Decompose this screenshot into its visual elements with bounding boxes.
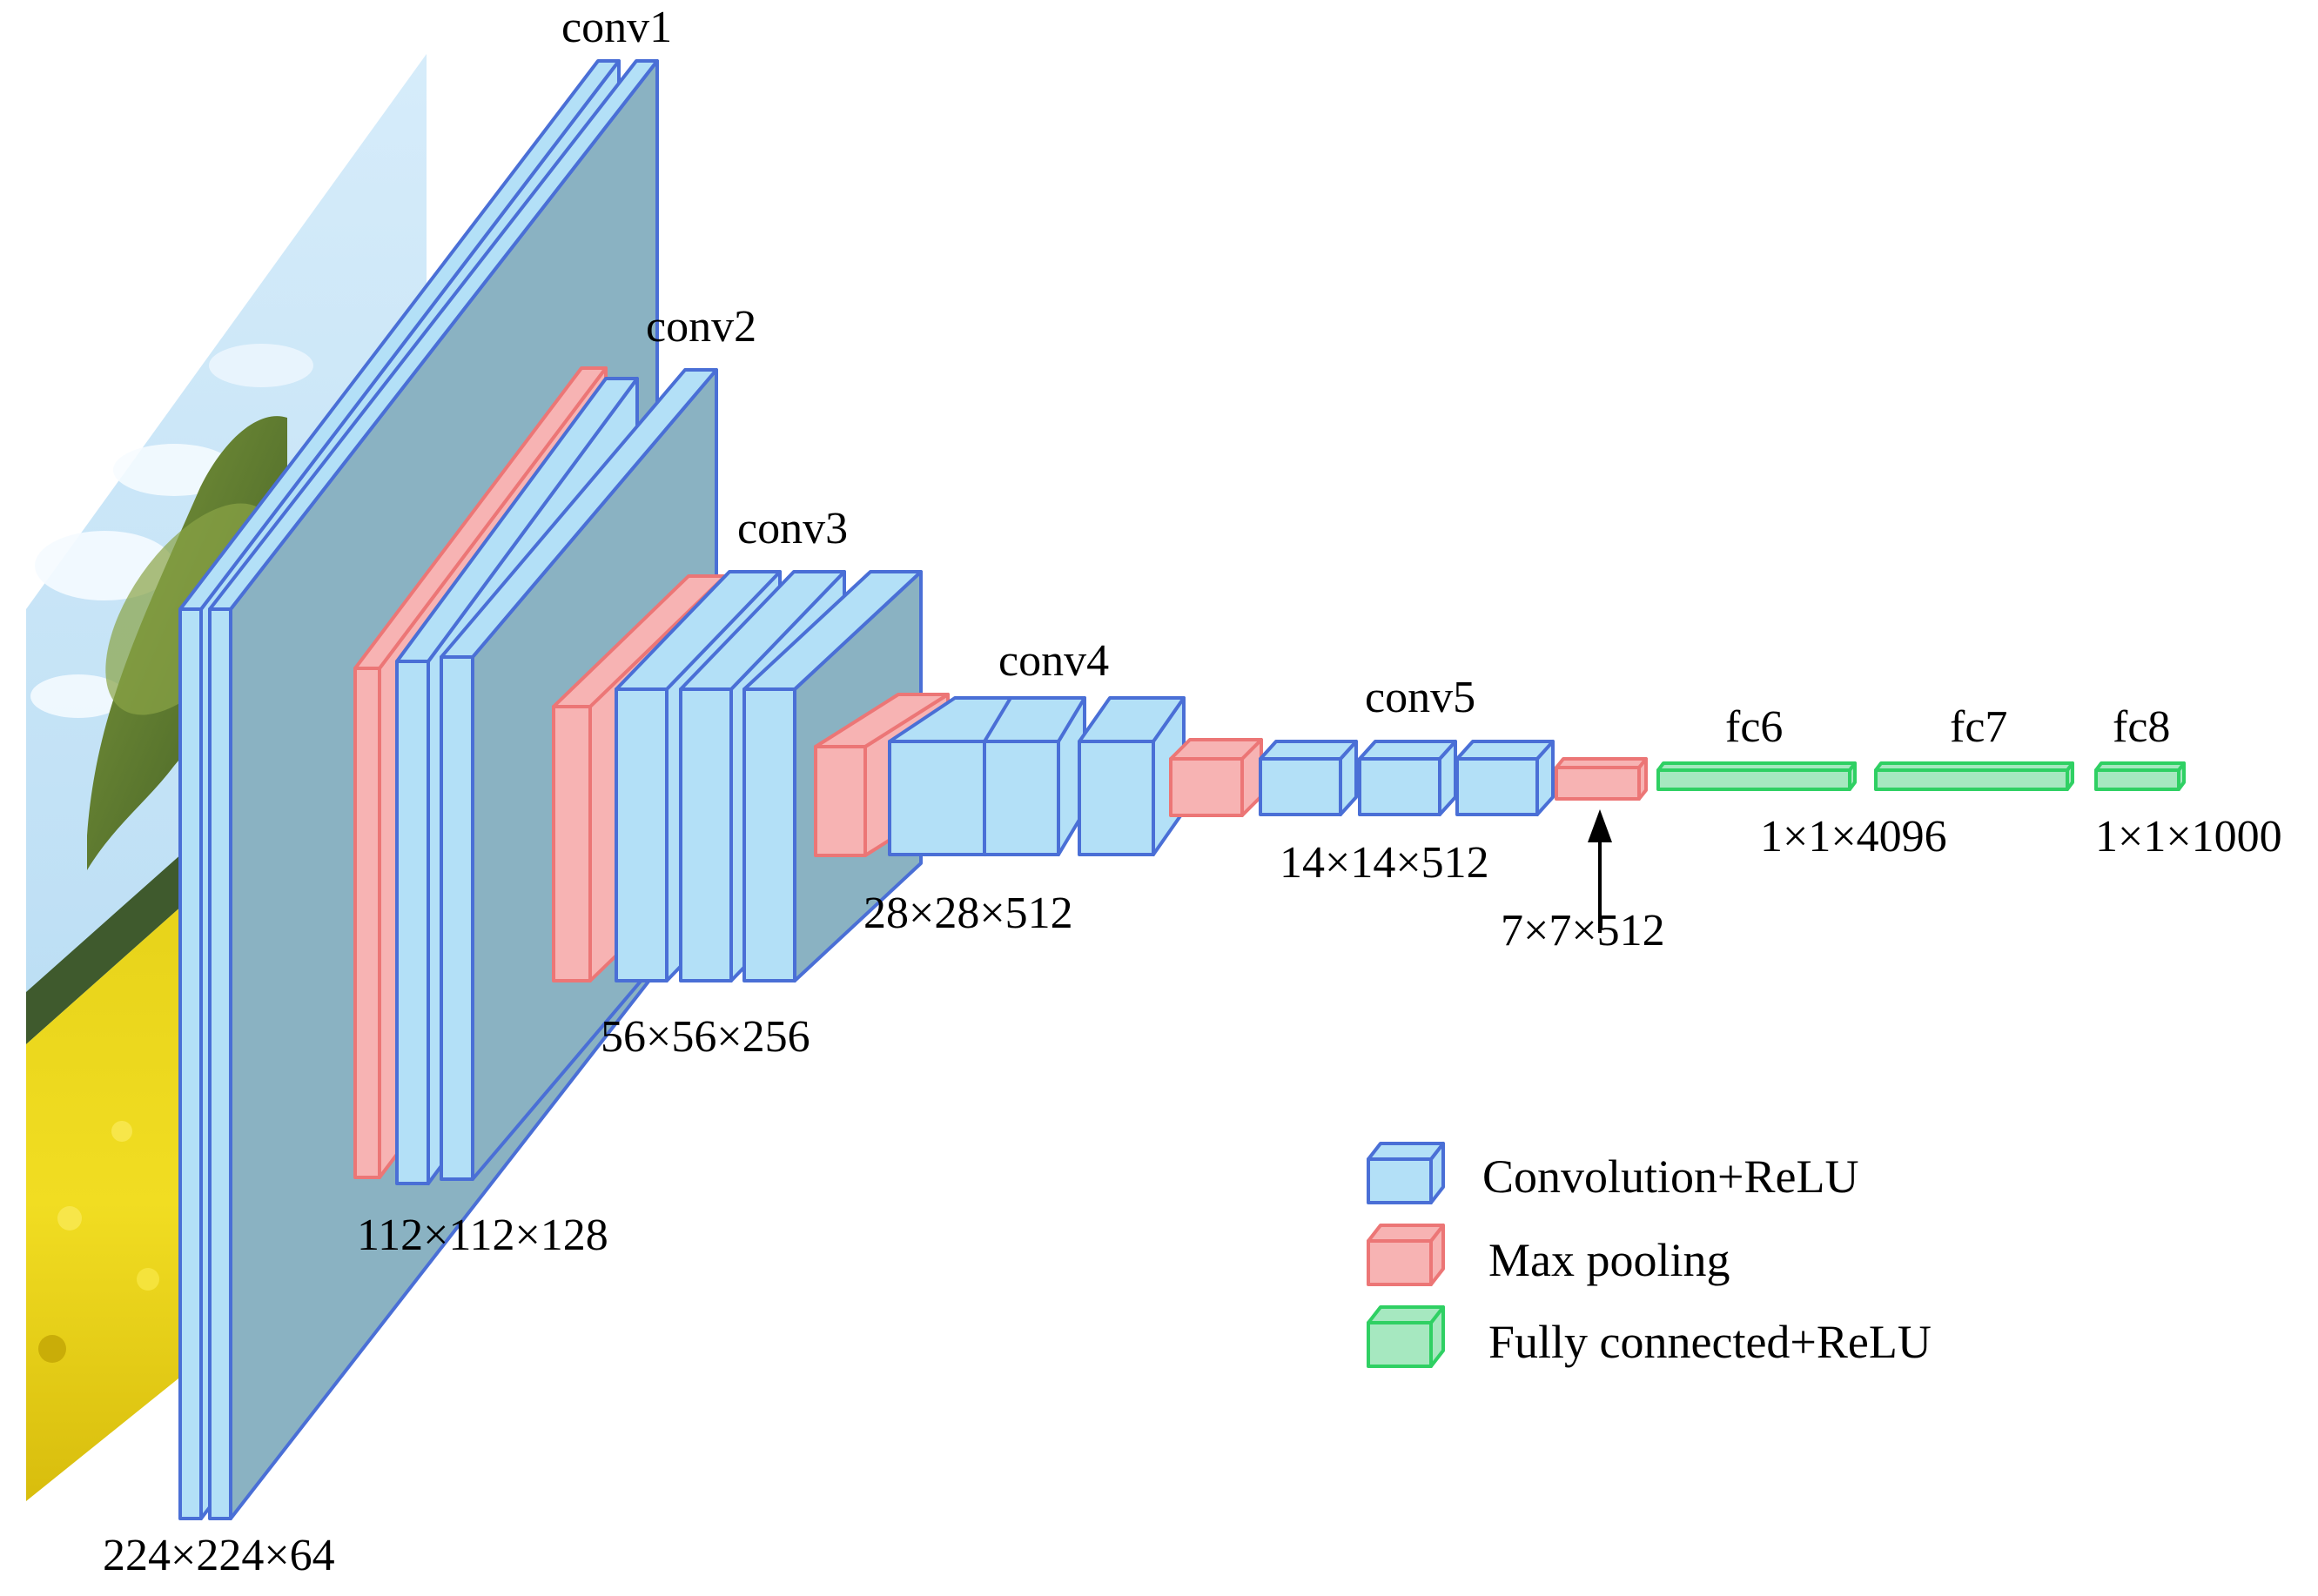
conv4-layer-3 — [1078, 696, 1186, 856]
legend: Convolution+ReLU Max pooling Fully conne… — [1367, 1142, 1932, 1368]
conv4-label: conv4 — [998, 636, 1109, 686]
conv3-size: 56×56×256 — [601, 1012, 810, 1062]
fc6-label: fc6 — [1725, 702, 1783, 752]
conv4-size: 28×28×512 — [863, 889, 1073, 938]
conv1-size: 224×224×64 — [103, 1531, 335, 1580]
fc7-label: fc7 — [1950, 702, 2007, 752]
conv1-label: conv1 — [561, 3, 672, 52]
fc8-layer — [2094, 761, 2186, 791]
legend-icon-conv — [1367, 1142, 1445, 1204]
pointer-arrow — [1588, 809, 1612, 933]
conv5-size: 14×14×512 — [1280, 838, 1489, 888]
legend-label-conv: Convolution+ReLU — [1482, 1150, 1858, 1203]
pool5-size: 7×7×512 — [1501, 906, 1665, 956]
legend-label-pool: Max pooling — [1488, 1234, 1730, 1286]
conv5-layer-2 — [1358, 740, 1457, 816]
conv2-label: conv2 — [646, 302, 756, 352]
pool5-layer — [1555, 757, 1648, 801]
fc8-label: fc8 — [2113, 702, 2170, 752]
conv2-size: 112×112×128 — [357, 1210, 608, 1260]
legend-icon-pool — [1367, 1224, 1445, 1286]
conv5-layer-3 — [1455, 740, 1555, 816]
fc8-size: 1×1×1000 — [2095, 812, 2282, 862]
legend-icon-fc — [1367, 1305, 1445, 1368]
conv4-layer-2 — [983, 696, 1086, 856]
conv5-label: conv5 — [1365, 673, 1475, 722]
pool4-layer — [1169, 738, 1263, 817]
legend-label-fc: Fully connected+ReLU — [1488, 1316, 1932, 1368]
fc7-layer — [1874, 761, 2074, 791]
conv3-label: conv3 — [737, 504, 848, 553]
conv5-layer-1 — [1259, 740, 1358, 816]
layer-blocks — [178, 59, 2186, 1520]
fc6-layer — [1656, 761, 1857, 791]
fc-4096-size: 1×1×4096 — [1760, 812, 1947, 862]
